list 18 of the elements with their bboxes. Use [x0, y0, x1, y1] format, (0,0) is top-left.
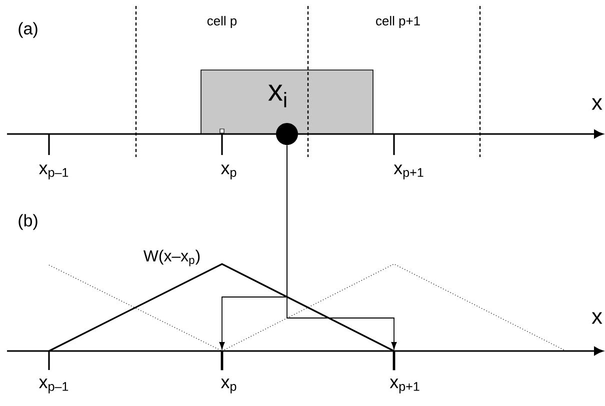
axis-label: x — [592, 312, 602, 324]
function-label: W(x–x$_{p}$) — [143, 250, 200, 266]
particle-label: x$_{i}$ — [268, 84, 286, 108]
panel-label: (a) — [18, 22, 38, 38]
arrow — [286, 144, 397, 350]
panel-label: (b) — [18, 214, 38, 230]
particle-dot — [276, 123, 298, 145]
grid-point-label: x$_{p+1}$ — [390, 378, 420, 394]
axis-label: x — [592, 98, 602, 110]
grid-point-label: x$_{p}$ — [220, 164, 236, 180]
grid-point-label: x$_{p}$ — [220, 378, 236, 394]
grid-point-label: x$_{p+1}$ — [394, 164, 424, 180]
tick-mark — [392, 351, 396, 370]
cell-label: cell p — [207, 16, 237, 28]
cell-label: cell p+1 — [376, 16, 420, 28]
grid-point-label: x$_{p–1}$ — [39, 164, 68, 180]
tick-mark — [220, 351, 224, 370]
grid-point-label: x$_{p–1}$ — [39, 378, 68, 394]
